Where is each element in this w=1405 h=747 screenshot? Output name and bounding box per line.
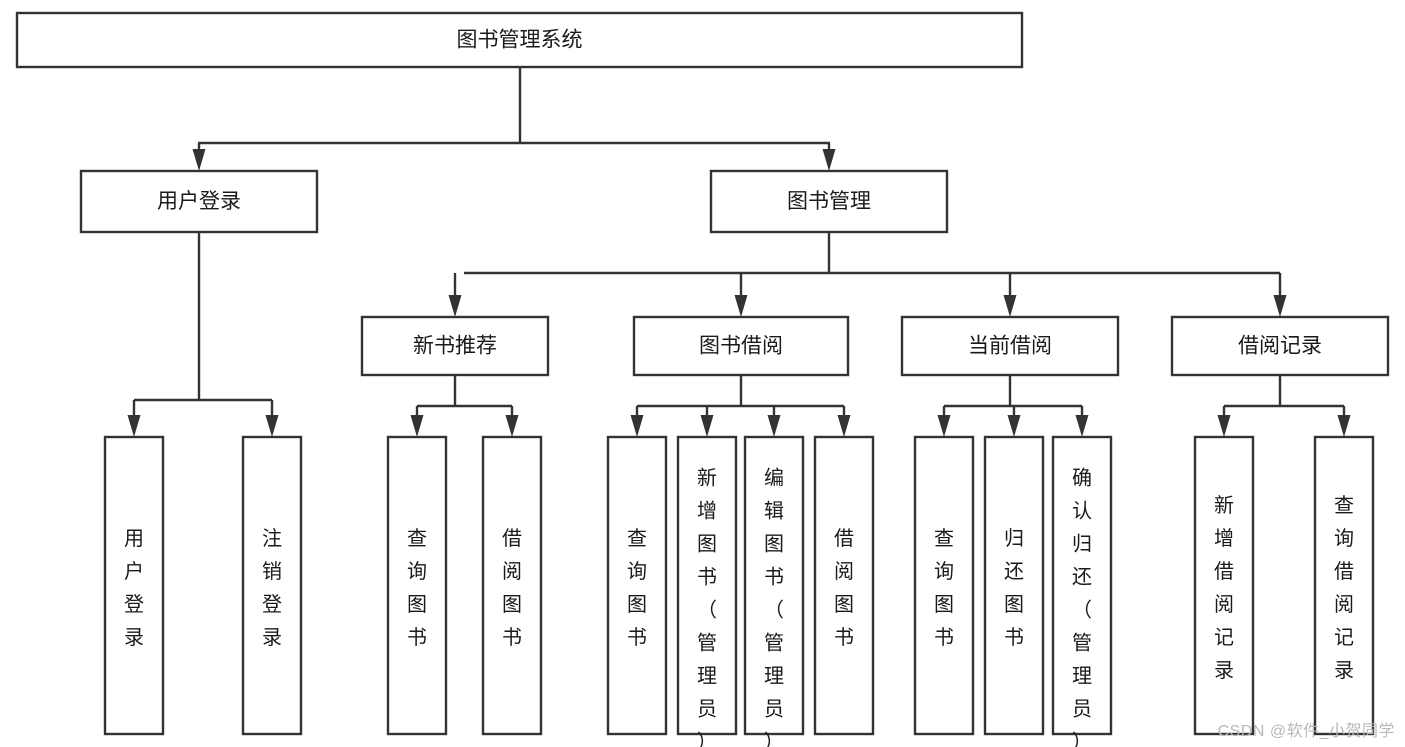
arrow-head-icon	[630, 415, 644, 437]
node-leaf-borrow-book-2[interactable]: 借阅图书	[813, 435, 875, 736]
connector-group-bus-root	[192, 67, 836, 171]
node-book-manage[interactable]: 图书管理	[709, 169, 949, 234]
node-leaf-user-logout[interactable]: 注销登录	[241, 435, 303, 736]
node-leaf-confirm-return[interactable]: 确认归还（管理员）	[1051, 435, 1113, 747]
node-label: 编辑图书（管理员）	[764, 467, 784, 747]
node-leaf-add-book[interactable]: 新增图书（管理员）	[676, 435, 738, 747]
connector-group-bus-user-login	[127, 232, 279, 437]
node-leaf-query-record[interactable]: 查询借阅记录	[1313, 435, 1375, 736]
connector-group-bus-book-manage	[448, 232, 1287, 317]
arrow-head-icon	[127, 415, 141, 437]
node-leaf-query-book-3[interactable]: 查询图书	[913, 435, 975, 736]
arrow-head-icon	[265, 415, 279, 437]
node-label: 图书借阅	[699, 335, 783, 358]
connector-group-bus-new-book	[410, 375, 519, 437]
node-label: 注销登录	[262, 527, 282, 649]
node-user-login[interactable]: 用户登录	[79, 169, 319, 234]
node-current-borrow[interactable]: 当前借阅	[900, 315, 1120, 377]
arrow-head-icon	[1007, 415, 1021, 437]
node-label: 新增图书（管理员）	[697, 467, 717, 747]
node-label: 查询图书	[627, 527, 647, 649]
node-label: 查询借阅记录	[1334, 494, 1354, 682]
node-label: 借阅图书	[834, 527, 854, 649]
arrow-head-icon	[937, 415, 951, 437]
node-label: 查询图书	[407, 527, 427, 649]
arrow-head-icon	[1217, 415, 1231, 437]
node-label: 当前借阅	[968, 335, 1052, 358]
node-label: 图书管理系统	[457, 29, 583, 52]
node-label: 借阅记录	[1238, 335, 1322, 358]
arrow-head-icon	[448, 295, 462, 317]
node-new-book-recommend[interactable]: 新书推荐	[360, 315, 550, 377]
node-borrow-record[interactable]: 借阅记录	[1170, 315, 1390, 377]
node-label: 查询图书	[934, 527, 954, 649]
node-leaf-borrow-book-1[interactable]: 借阅图书	[481, 435, 543, 736]
node-leaf-query-book-1[interactable]: 查询图书	[386, 435, 448, 736]
node-leaf-query-book-2[interactable]: 查询图书	[606, 435, 668, 736]
node-label: 新增借阅记录	[1214, 494, 1234, 682]
node-label: 新书推荐	[413, 335, 497, 358]
arrow-head-icon	[192, 149, 206, 171]
node-layer: 图书管理系统用户登录图书管理新书推荐图书借阅当前借阅借阅记录用户登录注销登录查询…	[15, 11, 1390, 747]
arrow-head-icon	[734, 295, 748, 317]
watermark-label: CSDN @软件_小贺同学	[1217, 723, 1395, 740]
arrow-head-icon	[767, 415, 781, 437]
arrow-head-icon	[505, 415, 519, 437]
node-leaf-return-book[interactable]: 归还图书	[983, 435, 1045, 736]
node-label: 归还图书	[1004, 527, 1024, 649]
node-leaf-add-record[interactable]: 新增借阅记录	[1193, 435, 1255, 736]
node-label: 用户登录	[124, 528, 144, 649]
arrow-head-icon	[410, 415, 424, 437]
node-book-borrow[interactable]: 图书借阅	[632, 315, 850, 377]
arrow-head-icon	[822, 149, 836, 171]
arrow-head-icon	[1003, 295, 1017, 317]
arrow-head-icon	[700, 415, 714, 437]
arrow-head-icon	[1337, 415, 1351, 437]
node-label: 借阅图书	[502, 527, 522, 649]
node-label: 用户登录	[157, 190, 241, 213]
node-label: 图书管理	[787, 190, 871, 213]
arrow-head-icon	[1075, 415, 1089, 437]
node-leaf-edit-book[interactable]: 编辑图书（管理员）	[743, 435, 805, 747]
node-leaf-user-login[interactable]: 用户登录	[103, 435, 165, 736]
arrow-head-icon	[837, 415, 851, 437]
arrow-head-icon	[1273, 295, 1287, 317]
connector-layer	[127, 67, 1351, 437]
connector-group-bus-borrow-record	[1217, 375, 1351, 437]
connector-group-bus-current-borrow	[937, 375, 1089, 437]
node-label: 确认归还（管理员）	[1072, 467, 1092, 747]
connector-group-bus-book-borrow	[630, 375, 851, 437]
node-root[interactable]: 图书管理系统	[15, 11, 1024, 69]
